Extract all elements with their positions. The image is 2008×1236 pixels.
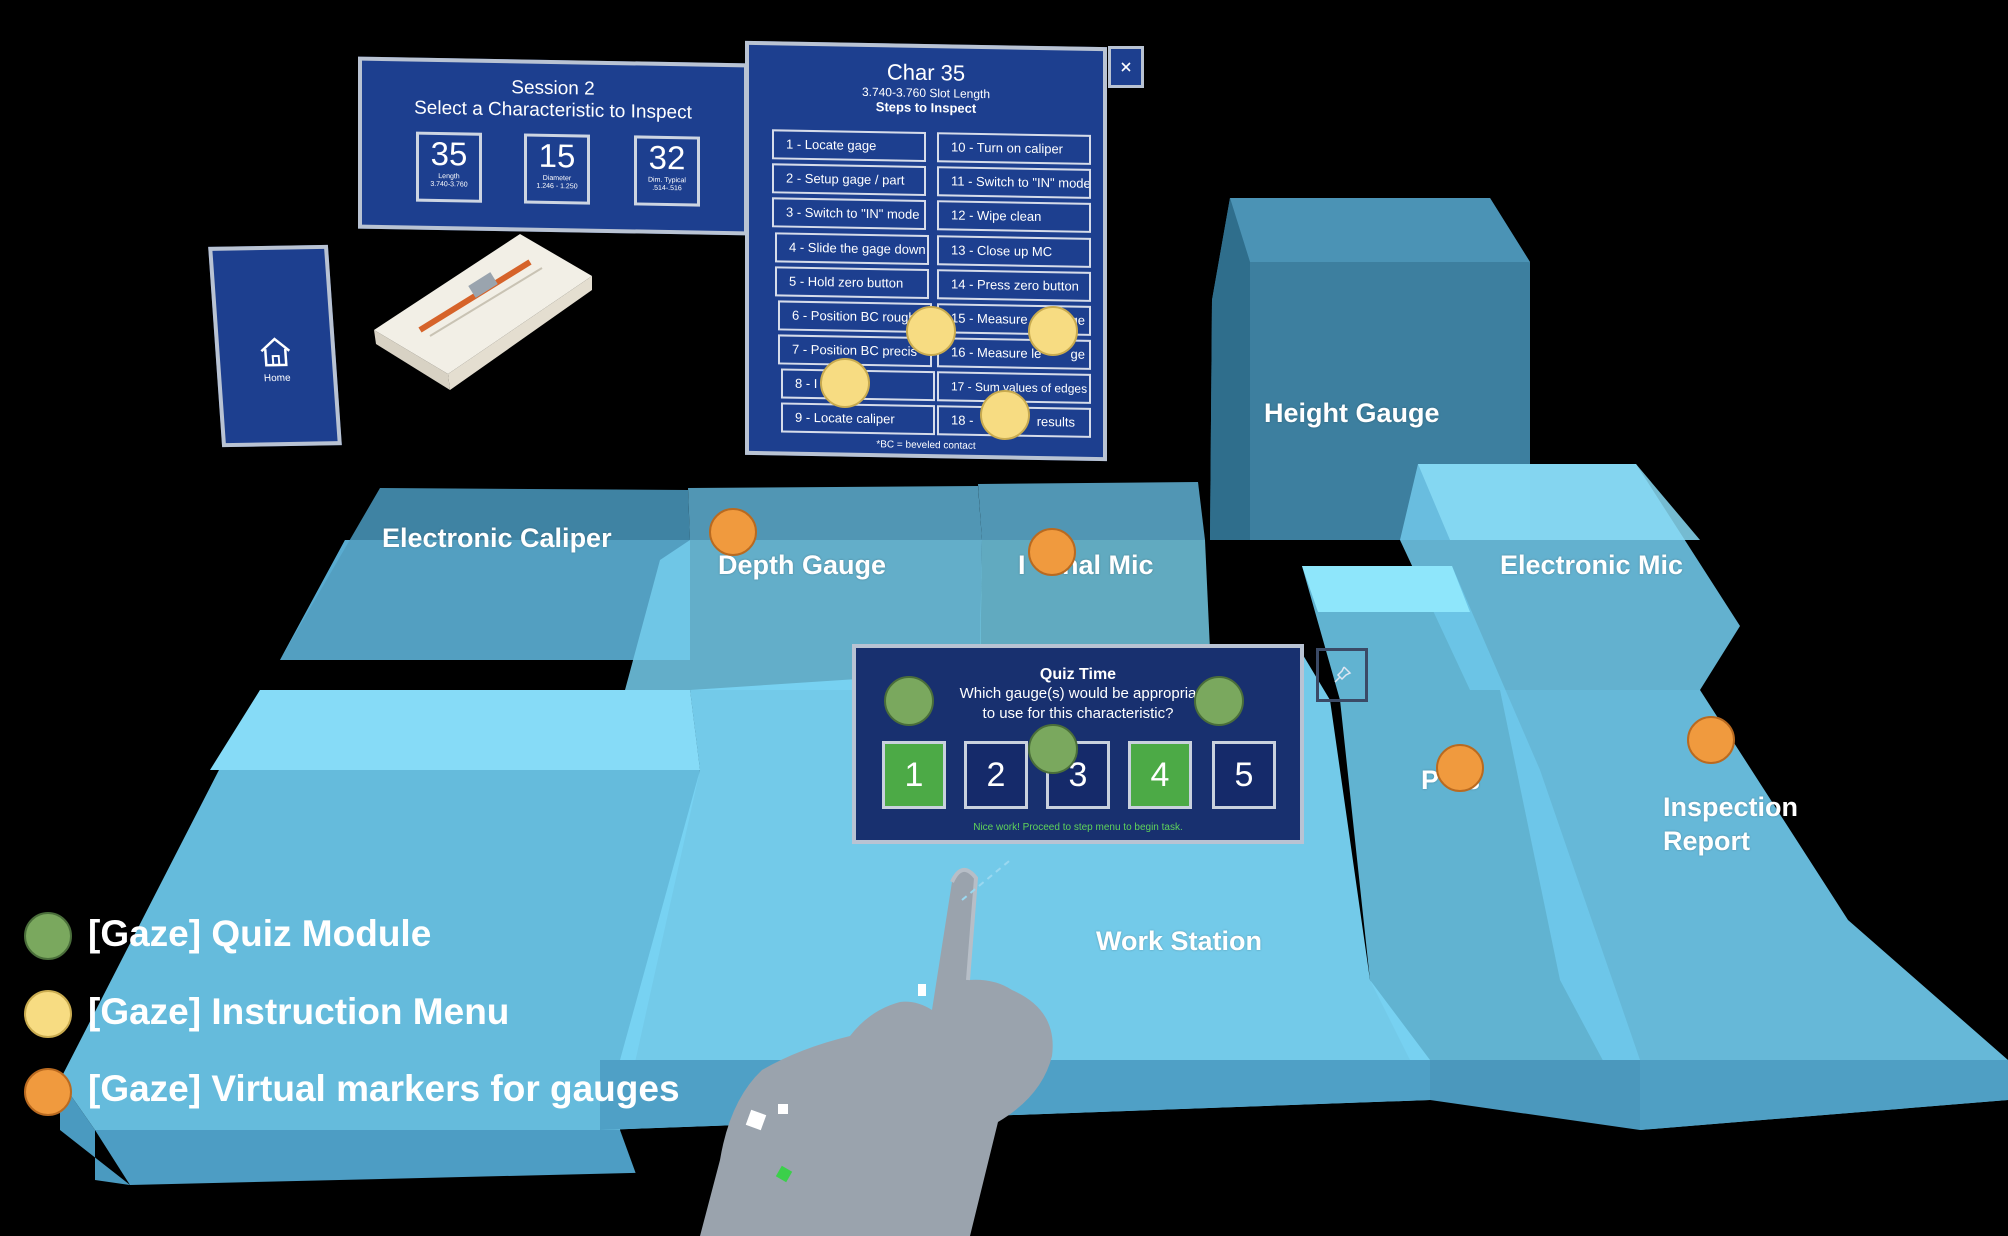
step-4[interactable]: 4 - Slide the gage down bbox=[775, 232, 929, 266]
gaze-marker-instruction bbox=[820, 358, 870, 408]
close-icon bbox=[1121, 62, 1131, 72]
step-14[interactable]: 14 - Press zero button bbox=[937, 269, 1091, 302]
home-label: Home bbox=[263, 372, 291, 385]
home-button[interactable]: Home bbox=[208, 244, 342, 448]
inspection-report-label: Inspection Report bbox=[1663, 792, 1799, 856]
legend-swatch-green bbox=[24, 912, 72, 960]
char-tile-35[interactable]: 35 Length 3.740-3.760 bbox=[416, 131, 482, 203]
legend-swatch-yellow bbox=[24, 990, 72, 1038]
quiz-feedback: Nice work! Proceed to step menu to begin… bbox=[973, 822, 1183, 833]
electronic-caliper-label: Electronic Caliper bbox=[382, 523, 612, 553]
depth-gauge-zone[interactable] bbox=[688, 486, 982, 540]
quiz-title: Quiz Time bbox=[1039, 666, 1117, 683]
gaze-marker-gauge bbox=[709, 508, 757, 556]
instruction-menu: Char 35 3.740-3.760 Slot Length Steps to… bbox=[745, 40, 1107, 462]
internal-mic-zone[interactable] bbox=[978, 482, 1205, 540]
step-1[interactable]: 1 - Locate gage bbox=[772, 129, 926, 162]
depth-gauge-label: Depth Gauge bbox=[718, 550, 887, 580]
quiz-question-line-1: Which gauge(s) would be appropria bbox=[959, 685, 1197, 702]
gaze-marker-quiz bbox=[884, 676, 934, 726]
hand-pointer bbox=[700, 860, 1053, 1236]
quiz-option-2[interactable]: 2 bbox=[964, 741, 1028, 809]
instruction-footnote: *BC = beveled contact bbox=[876, 439, 976, 452]
gaze-marker-gauge bbox=[1436, 744, 1484, 792]
step-5[interactable]: 5 - Hold zero button bbox=[775, 266, 929, 300]
electronic-mic-label: Electronic Mic bbox=[1500, 550, 1684, 580]
quiz-option-1[interactable]: 1 bbox=[882, 741, 946, 809]
instruction-title: Char 35 bbox=[886, 59, 966, 86]
legend-label-quiz: [Gaze] Quiz Module bbox=[88, 913, 432, 954]
step-9[interactable]: 9 - Locate caliper bbox=[781, 402, 935, 436]
legend-label-instruction: [Gaze] Instruction Menu bbox=[88, 991, 510, 1032]
step-2[interactable]: 2 - Setup gage / part bbox=[772, 163, 926, 196]
quiz-option-4[interactable]: 4 bbox=[1128, 741, 1192, 809]
step-3[interactable]: 3 - Switch to "IN" mode bbox=[772, 197, 926, 230]
quiz-panel: Quiz Time Which gauge(s) would be approp… bbox=[852, 644, 1304, 844]
gaze-marker-quiz bbox=[1194, 676, 1244, 726]
quiz-question-line-2: to use for this characteristic? bbox=[982, 705, 1174, 722]
pin-icon bbox=[1334, 666, 1352, 683]
gaze-marker-instruction bbox=[1028, 306, 1078, 356]
char-tile-32[interactable]: 32 Dim. Typical .514-.516 bbox=[634, 135, 700, 207]
instruction-close-button[interactable] bbox=[1108, 46, 1144, 88]
gaze-marker-gauge bbox=[1028, 528, 1076, 576]
session-panel: Session 2 Select a Characteristic to Ins… bbox=[358, 56, 748, 236]
step-10[interactable]: 10 - Turn on caliper bbox=[937, 132, 1091, 165]
electronic-caliper-zone[interactable] bbox=[280, 488, 690, 660]
legend-swatch-orange bbox=[24, 1068, 72, 1116]
height-gauge-zone[interactable] bbox=[1210, 198, 1530, 540]
home-icon bbox=[260, 337, 291, 367]
quiz-option-5[interactable]: 5 bbox=[1212, 741, 1276, 809]
step-12[interactable]: 12 - Wipe clean bbox=[937, 200, 1091, 233]
gaze-marker-instruction bbox=[906, 306, 956, 356]
part-model[interactable] bbox=[370, 232, 600, 392]
height-gauge-label: Height Gauge bbox=[1264, 398, 1440, 428]
step-11[interactable]: 11 - Switch to "IN" mode bbox=[937, 166, 1091, 199]
gaze-marker-quiz bbox=[1028, 724, 1078, 774]
gaze-marker-instruction bbox=[980, 390, 1030, 440]
step-13[interactable]: 13 - Close up MC bbox=[937, 235, 1091, 268]
legend-label-gauges: [Gaze] Virtual markers for gauges bbox=[88, 1068, 680, 1109]
char-tile-15[interactable]: 15 Diameter 1.246 - 1.250 bbox=[524, 133, 590, 205]
quiz-pin-button[interactable] bbox=[1316, 648, 1368, 702]
inspection-report-zone[interactable] bbox=[1500, 690, 2008, 1130]
gaze-marker-gauge bbox=[1687, 716, 1735, 764]
work-station-label: Work Station bbox=[1096, 926, 1263, 956]
